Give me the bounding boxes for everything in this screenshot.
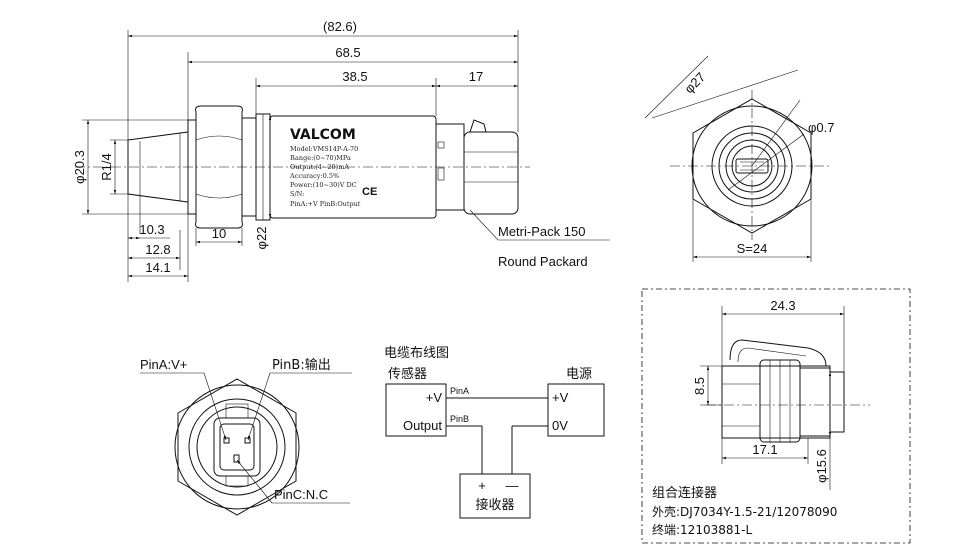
label-pins: PinA:+V PinB:Output — [290, 200, 361, 208]
pin-c-label: PinC:N.C — [274, 487, 328, 502]
dim-d15-6: φ15.6 — [814, 449, 829, 483]
dim-d27: φ27 — [681, 69, 708, 96]
label-range: Range:(0~70)MPa — [290, 154, 351, 162]
dim-s24: S=24 — [737, 241, 768, 256]
side-view: VALCOM Model:VMS14P-A-70 Range:(0~70)MPa… — [72, 19, 610, 282]
wiring-title: 电缆布线图 — [384, 345, 449, 361]
dim-r1-4: R1/4 — [99, 153, 114, 180]
connector-callout-1: Metri-Pack 150 — [498, 224, 585, 239]
detail-terminal-text: 终端:12103881-L — [652, 522, 752, 537]
receiver-plus: + — [478, 478, 486, 493]
sensor-box — [385, 383, 447, 437]
wiring-diagram: 电缆布线图 传感器 +V Output 电源 +V 0V PinA PinB +… — [384, 345, 605, 519]
ce-mark: CE — [362, 186, 377, 198]
pin-a-label: PinA:V+ — [140, 357, 187, 372]
power-box — [547, 383, 605, 437]
power-title: 电源 — [566, 367, 592, 382]
label-power: Power:(10~30)V DC — [290, 181, 357, 189]
pin-b-label: PinB:输出 — [272, 357, 331, 373]
receiver-minus: — — [506, 478, 519, 493]
connector-detail: 24.3 8.5 17.1 φ15.6 组合连接器 外壳:DJ7034Y-1.5… — [641, 288, 911, 544]
label-model: Model:VMS14P-A-70 — [290, 145, 358, 153]
detail-housing — [721, 365, 831, 439]
dim-10-3: 10.3 — [139, 222, 164, 237]
dim-10: 10 — [212, 226, 226, 241]
label-output: Output:(4~20)mA — [290, 163, 349, 171]
wire-pin-a-label: PinA — [450, 386, 469, 396]
dim-overall: (82.6) — [323, 19, 357, 34]
end-view: φ27 φ0.7 S=24 — [644, 55, 835, 262]
detail-frame — [641, 288, 911, 544]
wire-pin-b-label: PinB — [450, 414, 469, 424]
body-logo: VALCOM — [290, 127, 356, 143]
connector-plug — [463, 131, 519, 215]
power-plus: +V — [552, 390, 569, 405]
dim-38-5: 38.5 — [342, 69, 367, 84]
sensor-title: 传感器 — [388, 366, 427, 382]
power-0v: 0V — [552, 418, 568, 433]
detail-title: 组合连接器 — [652, 485, 717, 501]
sensor-output: Output — [403, 418, 442, 433]
detail-housing-text: 外壳:DJ7034Y-1.5-21/12078090 — [652, 505, 837, 519]
pin-hex — [177, 378, 297, 516]
end-hex — [692, 98, 812, 234]
dim-d20-3: φ20.3 — [72, 150, 87, 184]
dim-8-5: 8.5 — [692, 377, 707, 395]
dim-17: 17 — [469, 69, 483, 84]
dim-12-8: 12.8 — [145, 242, 170, 257]
dim-d22: φ22 — [254, 227, 269, 250]
connector-callout-2: Round Packard — [498, 254, 588, 269]
hex-nut — [195, 105, 243, 229]
dim-17-1: 17.1 — [752, 442, 777, 457]
connector-latch — [469, 119, 487, 133]
receiver-label: 接收器 — [475, 497, 514, 513]
detail-latch — [729, 339, 827, 367]
dim-68-5: 68.5 — [335, 45, 360, 60]
sensor-plus: +V — [426, 390, 443, 405]
dim-14-1: 14.1 — [145, 260, 170, 275]
label-sn: S/N: — [290, 190, 304, 198]
label-accuracy: Accuracy:0.5% — [289, 172, 339, 180]
pin-view: PinA:V+ PinB:输出 PinC:N.C — [140, 357, 352, 516]
dim-24-3: 24.3 — [770, 298, 795, 313]
receiver-box — [459, 473, 531, 519]
dim-d0-7: φ0.7 — [808, 120, 835, 135]
